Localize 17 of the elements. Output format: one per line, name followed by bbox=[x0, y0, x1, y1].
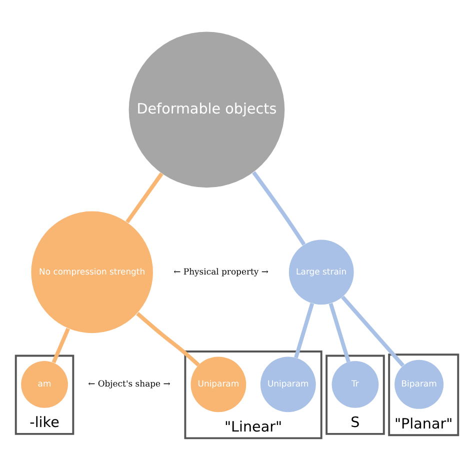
node-circle: Uniparam bbox=[260, 356, 316, 412]
node-circle: Uniparam bbox=[190, 356, 246, 412]
connector bbox=[136, 312, 200, 366]
connector bbox=[328, 302, 350, 362]
connector bbox=[341, 295, 404, 366]
label: ← Physical property → bbox=[174, 266, 268, 276]
node-circle: Biparam bbox=[394, 359, 444, 408]
label: ← Object's shape → bbox=[88, 378, 170, 388]
node-circle: Large strain bbox=[288, 239, 354, 304]
node-circle: Deformable objects bbox=[128, 31, 285, 188]
connector bbox=[294, 302, 314, 358]
node-circle: No compression strength bbox=[31, 210, 153, 333]
connector bbox=[52, 327, 70, 363]
node-circle: am bbox=[21, 360, 68, 408]
connector bbox=[252, 170, 306, 246]
node-circle: Tr bbox=[332, 360, 379, 408]
connector bbox=[126, 172, 164, 223]
